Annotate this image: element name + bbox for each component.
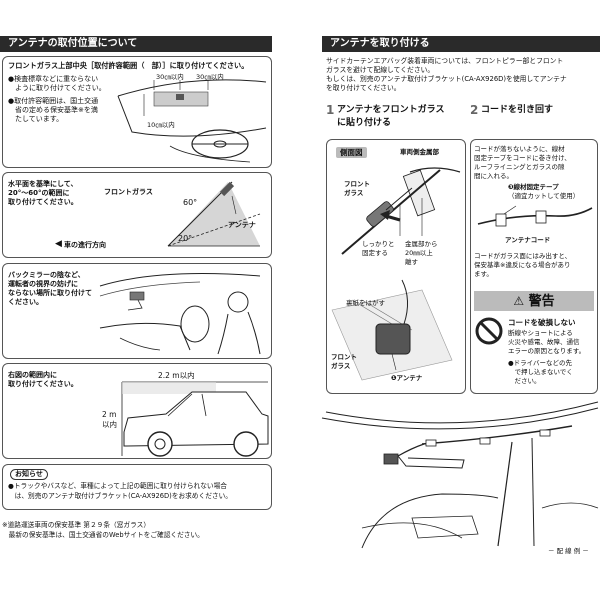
inspection-note-1: ●検査標章などに重ならない	[8, 75, 99, 83]
warning-bullet-3: ださい。	[508, 377, 541, 385]
intro-line-4: を取り付けてください。	[326, 84, 401, 92]
notice-line-2: は、別売のアンテナ取付けブラケット(CA-AX926D)をお求めください。	[8, 492, 232, 500]
vehicle-range-text-1: 右図の範囲内に	[8, 371, 57, 379]
warning-title: 警告	[528, 294, 555, 309]
width-dimension-label: 2.2 m以内	[158, 371, 195, 380]
glass2-label-1: フロント	[331, 353, 357, 361]
step2-text-4: 間に入れる。	[474, 172, 513, 180]
antenna-cord-label: アンテナコード	[505, 236, 551, 244]
metal-part-label: 車両側金属部	[400, 148, 439, 156]
distance-label-2: 20㎜以上	[405, 249, 433, 257]
step2-box	[470, 139, 598, 394]
height-dimension-label-2: 以内	[102, 420, 117, 429]
mirror-instruction-4: ください。	[8, 298, 43, 306]
inspection-note-2: ●取付許容範囲は、国土交通	[8, 97, 99, 105]
side-view-label: 側面図	[336, 147, 367, 158]
tape-label-1: ❸線材固定テープ	[508, 183, 559, 191]
step2-text-3: ルーフライニングとガラスの隙	[474, 163, 565, 171]
warning-line-2: 火災や感電、故障、通信	[508, 338, 580, 346]
dimension-label-10cm: 10㎝以内	[147, 121, 175, 129]
glass-label-2: ガラス	[344, 189, 364, 197]
step2-text-2: 固定テープをコードに巻き付け、	[474, 154, 571, 162]
angle-instruction-2: 20°〜60°の範囲に	[8, 189, 70, 197]
inspection-note-2b: 省の定める保安基準※を満	[8, 106, 98, 114]
mirror-instruction-3: ならない場所に取り付けて	[8, 289, 92, 297]
step2-number: 2	[470, 103, 479, 117]
dimension-label-30cm-right: 30㎝以内	[196, 73, 224, 81]
step2-title: コードを引き回す	[481, 105, 554, 115]
intro-line-3: もしくは、別売のアンテナ取付けブラケット(CA-AX926D)を使用してアンテナ	[326, 75, 567, 83]
tape-label-2: （適宜カットして使用）	[508, 192, 580, 200]
step1-title-2: に貼り付ける	[337, 118, 392, 128]
mirror-instruction-2: 運転者の視界の妨げに	[8, 280, 78, 288]
car-side-illustration	[121, 381, 269, 457]
press-label-2: 固定する	[362, 249, 388, 257]
height-dimension-label-1: 2 m	[102, 410, 117, 419]
angle-60-label: 60°	[183, 198, 198, 207]
press-label-1: しっかりと	[362, 240, 395, 248]
distance-label-3: 離す	[405, 258, 418, 266]
car-interior-driver-illustration	[99, 273, 261, 355]
warning-header: ⚠ 警告	[474, 291, 594, 311]
wiring-example-illustration	[321, 401, 599, 549]
arrow-left-icon: ◀	[55, 239, 62, 249]
footnote-line-1: ※道路運送車両の保安基準 第２９条（窓ガラス）	[2, 521, 151, 529]
vehicle-range-text-2: 取り付けてください。	[8, 380, 78, 388]
step2-caution-2: 保安基準※違反になる場合があり	[474, 261, 571, 269]
antenna-part-label: ❶アンテナ	[391, 374, 423, 382]
mirror-placement-box	[2, 263, 272, 359]
intro-line-2: ガラスを避けて配線してください。	[326, 66, 435, 74]
inspection-note-2c: たしています。	[8, 115, 64, 123]
windshield-range-box	[2, 56, 272, 168]
wiring-example-caption: － 配 線 例 －	[548, 547, 589, 555]
mounting-angle-diagram	[167, 181, 261, 247]
glass2-label-2: ガラス	[331, 362, 351, 370]
antenna-mount-diagram	[331, 279, 453, 381]
distance-label-1: 金属部から	[405, 240, 438, 248]
cord-tape-diagram	[477, 205, 593, 227]
left-section-header: アンテナの取付位置について	[0, 36, 272, 52]
step2-caution-1: コードがガラス面にはみ出すと、	[474, 252, 572, 260]
windshield-range-title: フロントガラス上部中央［取付許容範囲（ 部）］に取り付けてください。	[8, 61, 249, 70]
angle-instruction-3: 取り付けてください。	[8, 198, 78, 206]
warning-triangle-icon: ⚠	[513, 294, 525, 308]
step1-number: 1	[326, 103, 335, 117]
mirror-instruction-1: バックミラーの陰など、	[8, 271, 85, 279]
step1-title-1: アンテナをフロントガラス	[337, 105, 445, 115]
intro-line-1: サイドカーテンエアバッグ装着車両については、フロントピラー部とフロント	[326, 57, 564, 65]
prohibited-icon	[475, 317, 503, 345]
warning-line-3: エラーの原因となります。	[508, 347, 586, 355]
travel-direction-arrow: 車の進行方向	[64, 241, 106, 249]
glass-label-1: フロント	[344, 180, 370, 188]
warning-bullet-2: で押し込まないでく	[508, 368, 573, 376]
front-glass-label: フロントガラス	[104, 188, 153, 196]
inspection-note-1b: ように取り付けてください。	[8, 84, 106, 92]
warning-line-1: 断線やショートによる	[508, 329, 573, 337]
warning-heading: コードを破損しない	[508, 318, 576, 327]
peel-backing-label: 裏紙をはがす	[346, 299, 385, 307]
notice-title: お知らせ	[10, 469, 48, 480]
warning-bullet-1: ●ドライバーなどの先	[508, 359, 573, 367]
angle-instruction-1: 水平面を基準にして、	[8, 180, 78, 188]
dimension-label-30cm-left: 30㎝以内	[156, 73, 184, 81]
notice-line-1: ●トラックやバスなど、車種によって上記の範囲に取り付けられない場合	[8, 482, 227, 490]
step2-text-1: コードが落ちないように、線材	[474, 145, 565, 153]
step2-caution-3: ます。	[474, 270, 493, 278]
antenna-label: アンテナ	[228, 221, 256, 229]
footnote-line-2: 最新の保安基準は、国土交通省のWebサイトをご確認ください。	[2, 531, 204, 539]
right-section-header: アンテナを取り付ける	[322, 36, 600, 52]
windshield-front-illustration	[117, 79, 267, 163]
side-view-diagram	[341, 167, 461, 255]
angle-20-label: 20°	[178, 234, 193, 243]
